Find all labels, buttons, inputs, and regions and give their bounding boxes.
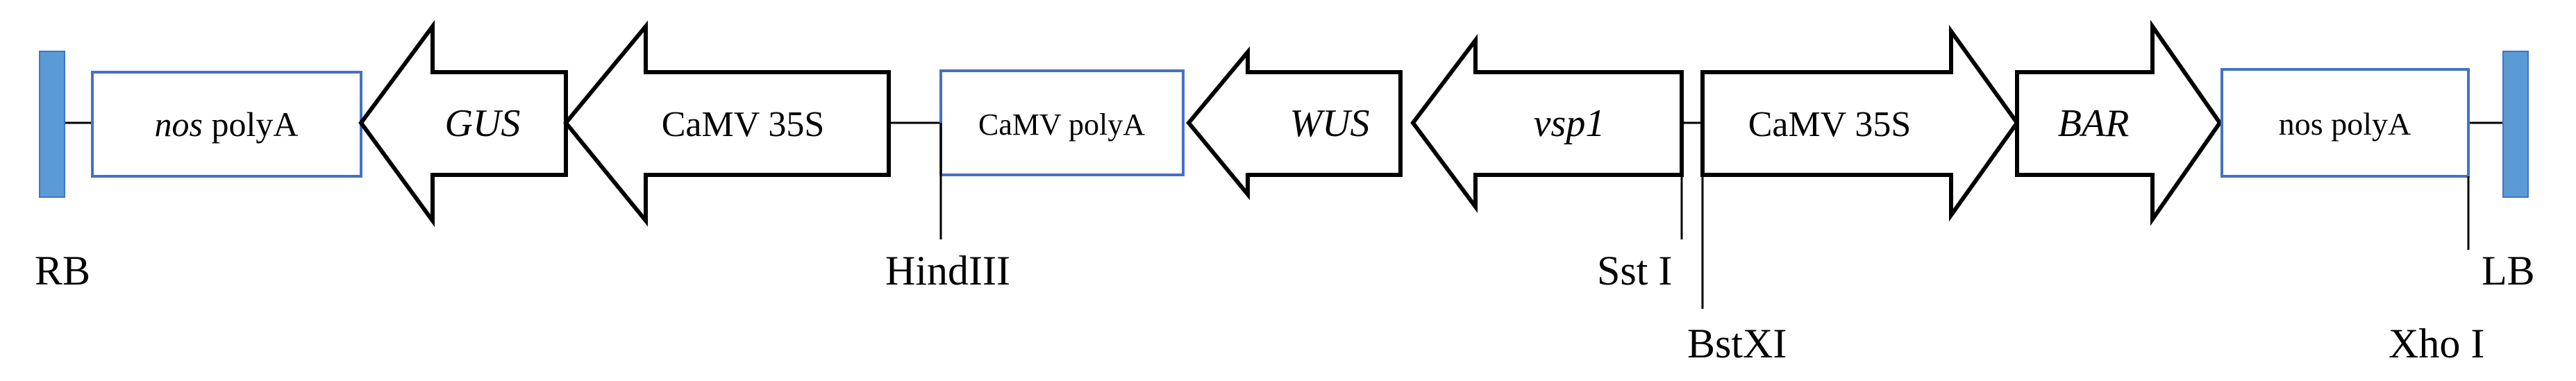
nos-polya-right-box — [2220, 68, 2470, 178]
hindiii-label: HindIII — [885, 248, 1010, 294]
vsp1-arrow — [1410, 34, 1684, 214]
camv35s-right-arrow — [1700, 24, 2020, 222]
bar-label: BAR — [2058, 102, 2130, 145]
camv35s-left-arrow — [563, 20, 891, 227]
wus-arrow — [1186, 46, 1403, 201]
nos-polya-left-label: nos polyA — [155, 105, 299, 144]
nos-polya-right-label: nos polyA — [2279, 106, 2411, 142]
wus-label: WUS — [1289, 102, 1369, 145]
sst-i-label: Sst I — [1597, 248, 1672, 294]
rb-label: RB — [35, 248, 90, 294]
nos-polya-left-box — [91, 71, 362, 178]
camv35s-right-label: CaMV 35S — [1748, 105, 1912, 144]
xho-i-label: Xho I — [2389, 321, 2484, 366]
lb-label: LB — [2482, 248, 2535, 294]
vsp1-label: vsp1 — [1534, 102, 1605, 145]
rb-border-marker — [39, 51, 65, 198]
camv-polya-label: CaMV polyA — [978, 108, 1145, 142]
camv35s-left-label: CaMV 35S — [662, 105, 825, 144]
lb-border-marker — [2502, 51, 2529, 198]
camv-polya-box — [939, 69, 1185, 176]
gus-label: GUS — [445, 102, 521, 145]
bar-arrow — [2015, 19, 2223, 226]
bstxi-label: BstXI — [1687, 321, 1787, 366]
